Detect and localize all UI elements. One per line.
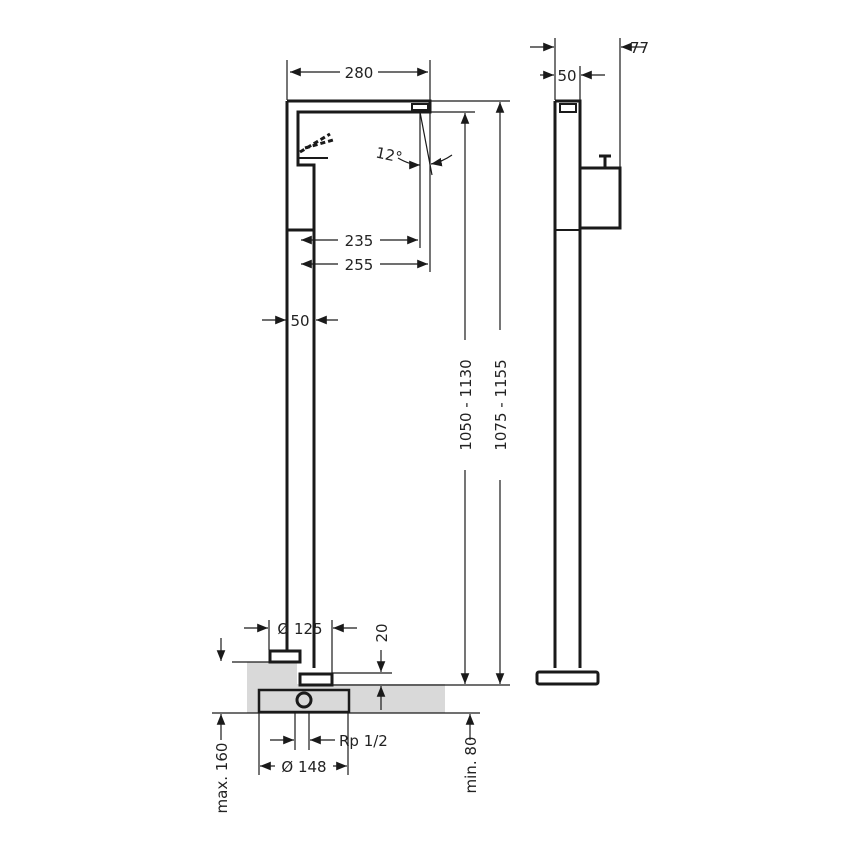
dim-box-diameter: Ø 148 xyxy=(281,758,326,776)
dim-column-50: 50 xyxy=(290,312,309,330)
dim-280: 280 xyxy=(345,64,374,82)
dim-base-diameter: Ø 125 xyxy=(277,620,322,638)
dim-connection: Rp 1/2 xyxy=(339,732,388,750)
dim-side-50: 50 xyxy=(557,67,576,85)
dim-install-min: min. 80 xyxy=(462,737,480,794)
side-view-faucet xyxy=(535,99,622,686)
dim-base-height: 20 xyxy=(373,623,391,642)
front-dimensions: 280 12° 235 255 50 1050 - 1130 1075 - 11… xyxy=(213,60,510,813)
dim-235: 235 xyxy=(345,232,374,250)
dim-angle: 12° xyxy=(374,144,404,167)
dim-install-max: max. 160 xyxy=(213,743,231,814)
side-dimensions: 77 50 xyxy=(530,38,649,167)
dim-255: 255 xyxy=(345,256,374,274)
front-view-faucet xyxy=(257,99,432,714)
dim-height-max: 1075 - 1155 xyxy=(492,359,510,450)
dim-side-77: 77 xyxy=(630,39,649,57)
dim-height-min: 1050 - 1130 xyxy=(457,359,475,450)
